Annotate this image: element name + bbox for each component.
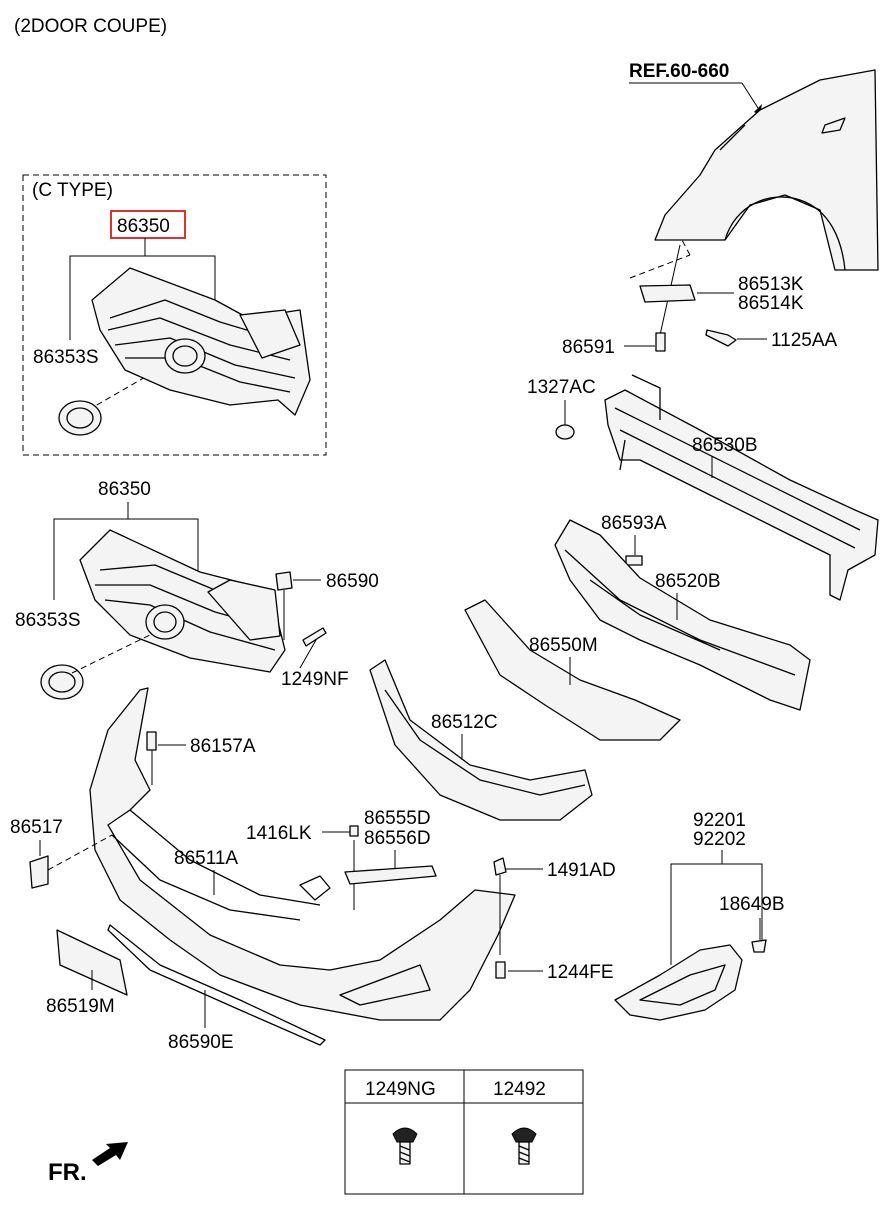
label-1125AA[interactable]: 1125AA <box>771 330 838 351</box>
fender-drawing <box>654 69 879 271</box>
lip-86550M-drawing <box>464 599 681 741</box>
label-86555D[interactable]: 86555D <box>364 808 431 829</box>
front-label: FR. <box>48 1159 87 1186</box>
label-86593A[interactable]: 86593A <box>601 513 667 534</box>
bracket-86517 <box>29 855 49 889</box>
fastener-1249NG-label[interactable]: 1249NG <box>365 1079 436 1100</box>
label-86353S-ctype[interactable]: 86353S <box>33 347 99 368</box>
label-86514K[interactable]: 86514K <box>738 293 804 314</box>
label-92201[interactable]: 92201 <box>693 810 746 831</box>
label-86591[interactable]: 86591 <box>562 337 615 358</box>
bolt-86157A <box>146 731 157 751</box>
label-92202[interactable]: 92202 <box>693 829 746 850</box>
label-1249NF[interactable]: 1249NF <box>281 669 349 690</box>
clip-18649B <box>751 939 767 953</box>
plate-86519M <box>56 929 128 996</box>
label-86512C[interactable]: 86512C <box>431 712 498 733</box>
label-86353S[interactable]: 86353S <box>15 610 81 631</box>
c-type-box <box>22 174 327 456</box>
label-86350[interactable]: 86350 <box>98 479 151 500</box>
label-1416LK[interactable]: 1416LK <box>246 823 312 844</box>
highlight-box <box>110 210 186 239</box>
bumper-cover-drawing <box>29 687 516 1046</box>
fastener-12492-label[interactable]: 12492 <box>493 1079 546 1100</box>
lower-grille-86512C-drawing <box>369 659 593 821</box>
bracket-86513K <box>639 284 696 303</box>
label-18649B[interactable]: 18649B <box>719 894 785 915</box>
label-86511A[interactable]: 86511A <box>174 848 238 869</box>
strip-86590E <box>107 924 326 1046</box>
screw-1249NF <box>302 627 327 647</box>
fastener-table: 1249NG 12492 <box>344 1069 584 1195</box>
bolt-1244FE <box>495 961 506 979</box>
bolt-1416LK <box>349 825 359 837</box>
screw-12492-icon <box>511 1127 537 1165</box>
label-86550M[interactable]: 86550M <box>529 635 598 656</box>
fog-lamp-drawing <box>614 944 743 1021</box>
screw-1249NG-icon <box>392 1127 418 1165</box>
label-86157A[interactable]: 86157A <box>190 736 256 757</box>
label-86513K[interactable]: 86513K <box>738 274 804 295</box>
emblem <box>40 664 84 700</box>
label-86590[interactable]: 86590 <box>326 571 379 592</box>
label-86350-ctype[interactable]: 86350 <box>117 216 170 237</box>
clip-1491AD <box>493 857 507 876</box>
label-1491AD[interactable]: 1491AD <box>547 860 616 881</box>
grille-ctype-drawing <box>58 267 311 436</box>
bracket-86520B-drawing <box>554 519 811 711</box>
nut-1327AC <box>555 424 575 440</box>
pad-86593A <box>625 555 643 566</box>
c-type-title: (C TYPE) <box>32 180 113 201</box>
label-1244FE[interactable]: 1244FE <box>547 962 614 983</box>
variant-title: (2DOOR COUPE) <box>14 16 167 37</box>
label-86520B[interactable]: 86520B <box>655 571 721 592</box>
emblem-ctype <box>58 400 102 436</box>
label-86530B[interactable]: 86530B <box>692 435 758 456</box>
bolt-86591 <box>655 332 666 352</box>
bumper-beam-drawing <box>604 374 879 601</box>
front-arrow-icon <box>92 1142 128 1166</box>
bolt-1125AA <box>705 329 737 347</box>
clip-86590 <box>275 571 293 591</box>
ref-label[interactable]: REF.60-660 <box>629 61 729 82</box>
label-86517[interactable]: 86517 <box>10 817 63 838</box>
label-86590E[interactable]: 86590E <box>168 1032 234 1053</box>
label-86556D[interactable]: 86556D <box>364 828 431 849</box>
grille-drawing <box>40 529 286 700</box>
molding-86555D <box>344 865 437 885</box>
label-86519M[interactable]: 86519M <box>46 996 115 1017</box>
label-1327AC[interactable]: 1327AC <box>527 377 596 398</box>
